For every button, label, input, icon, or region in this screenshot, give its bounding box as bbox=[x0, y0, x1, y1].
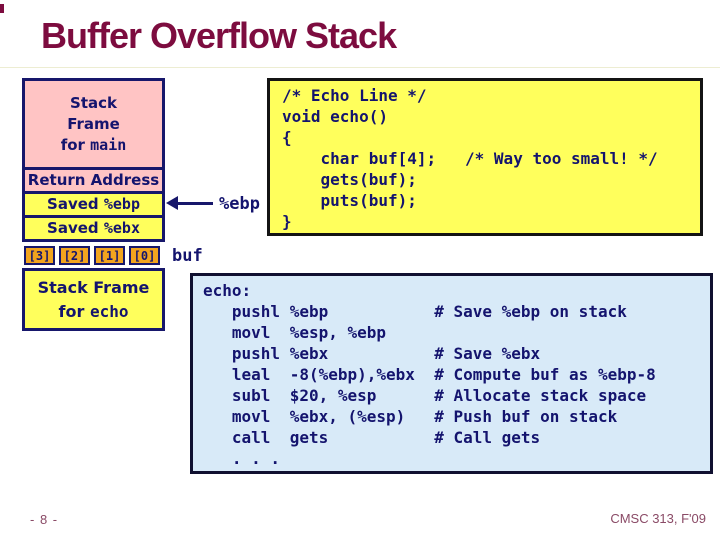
title-divider bbox=[0, 67, 720, 68]
ebp-register-label: %ebp bbox=[103, 195, 140, 213]
stack-frame-main-line3: for main bbox=[61, 135, 127, 156]
c-code-box: /* Echo Line */ void echo() { char buf[4… bbox=[267, 78, 703, 236]
saved-prefix: Saved bbox=[47, 195, 104, 213]
stack-frame-echo-line2: for echo bbox=[59, 300, 129, 324]
saved-ebx-label: Saved %ebx bbox=[47, 218, 140, 239]
buf-cell-1: [1] bbox=[94, 246, 125, 265]
for-prefix: for bbox=[58, 301, 90, 321]
saved-ebp-row: Saved %ebp bbox=[22, 191, 165, 218]
saved-ebp-label: Saved %ebp bbox=[47, 194, 140, 215]
ebp-arrow-line bbox=[177, 202, 213, 205]
saved-ebx-row: Saved %ebx bbox=[22, 215, 165, 242]
main-code-label: main bbox=[90, 135, 127, 154]
echo-code-label: echo bbox=[89, 301, 129, 321]
page-title: Buffer Overflow Stack bbox=[41, 15, 397, 56]
buf-label: buf bbox=[172, 246, 203, 266]
return-address-row: Return Address bbox=[22, 167, 165, 194]
return-address-label: Return Address bbox=[27, 171, 160, 189]
buf-cell-2: [2] bbox=[59, 246, 90, 265]
stack-frame-echo-box: Stack Frame for echo bbox=[22, 268, 165, 331]
stack-frame-main-line2: Frame bbox=[67, 114, 120, 133]
buf-cells-row: [3] [2] [1] [0] bbox=[24, 246, 160, 265]
stack-frame-main-box: Stack Frame for main bbox=[22, 78, 165, 170]
page-number: - 8 - bbox=[30, 512, 59, 527]
corner-mark bbox=[0, 4, 4, 13]
course-footer: CMSC 313, F'09 bbox=[610, 511, 706, 526]
stack-frame-echo-line1: Stack Frame bbox=[37, 277, 150, 297]
saved-prefix: Saved bbox=[47, 219, 104, 237]
ebp-arrow-icon bbox=[166, 196, 178, 210]
asm-code-text: echo: pushl %ebp # Save %ebp on stack mo… bbox=[203, 281, 656, 468]
stack-frame-main-line1: Stack bbox=[70, 93, 117, 112]
for-prefix: for bbox=[60, 135, 91, 154]
buf-cell-3: [3] bbox=[24, 246, 55, 265]
asm-code-box: echo: pushl %ebp # Save %ebp on stack mo… bbox=[190, 273, 713, 474]
c-code-text: /* Echo Line */ void echo() { char buf[4… bbox=[282, 86, 658, 231]
ebx-register-label: %ebx bbox=[103, 219, 140, 237]
buf-cell-0: [0] bbox=[129, 246, 160, 265]
ebp-pointer-label: %ebp bbox=[219, 194, 260, 214]
